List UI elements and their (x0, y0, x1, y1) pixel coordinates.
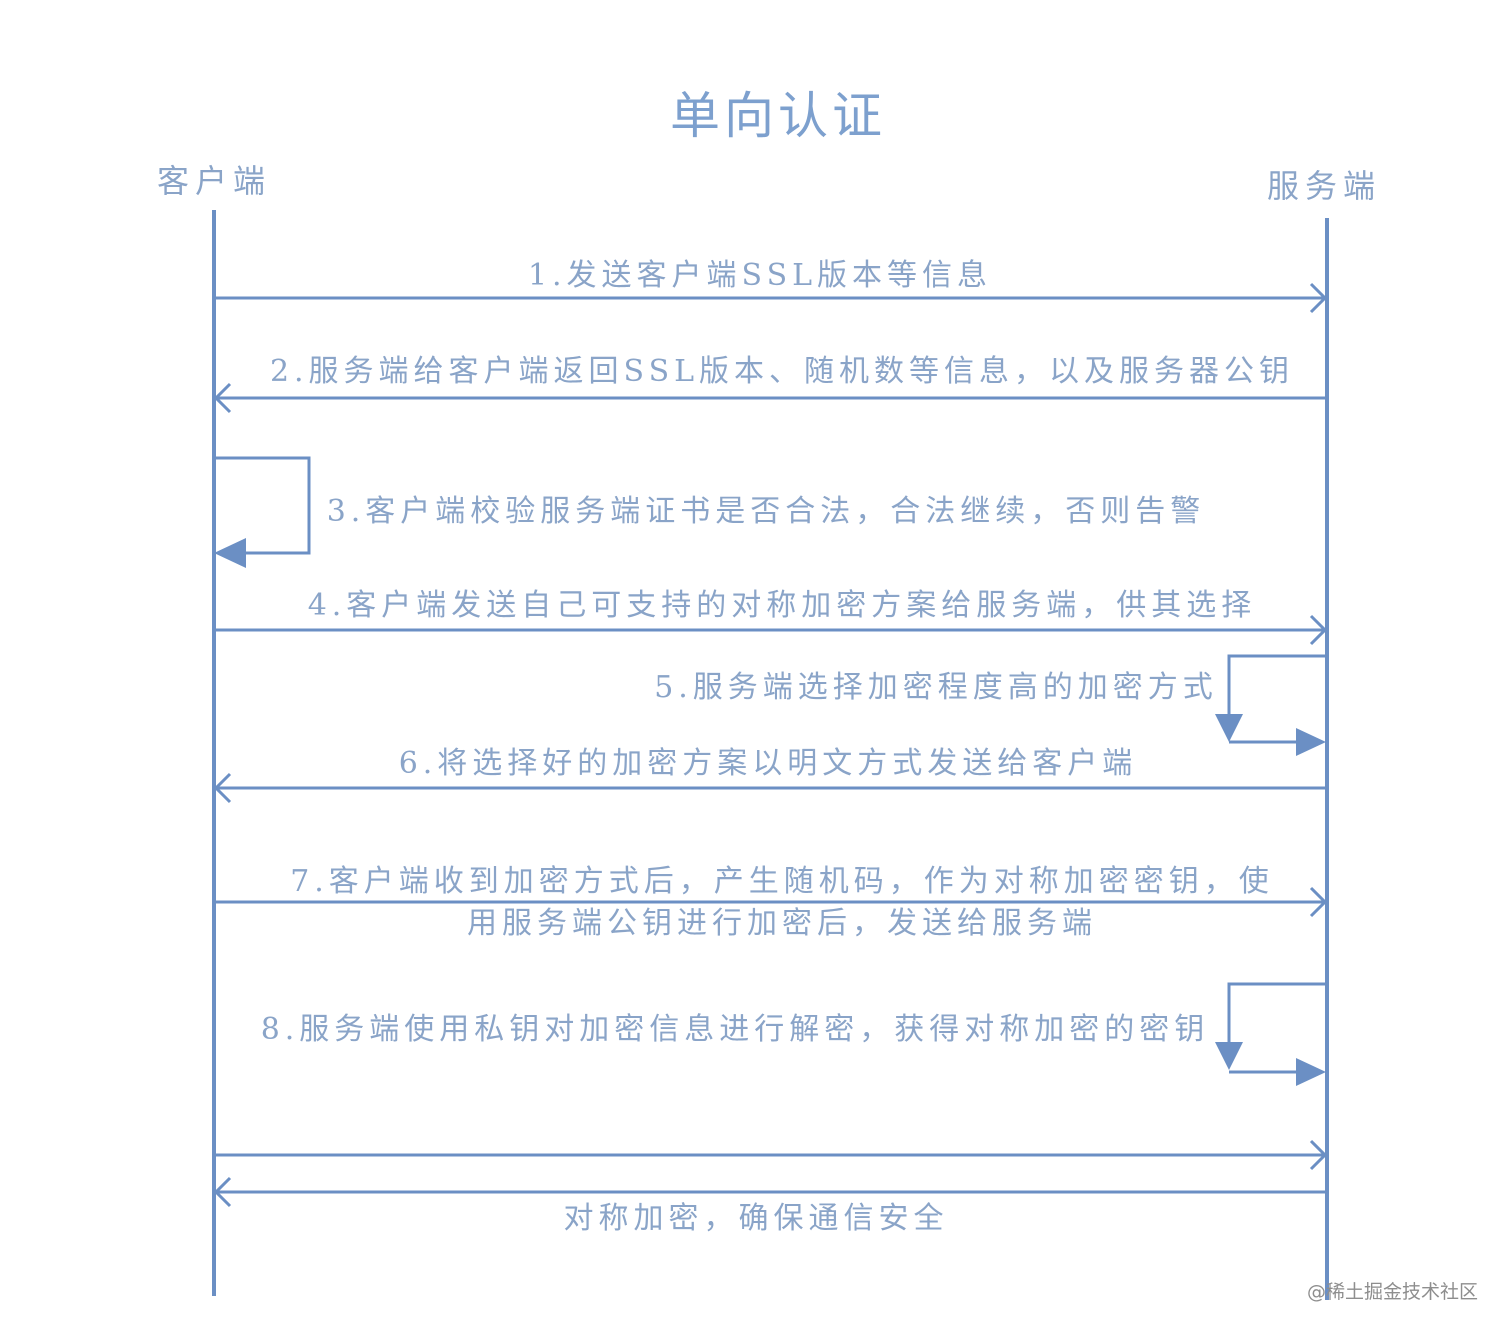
step-6-arrowhead (213, 772, 232, 804)
step-2-label: 2.服务端给客户端返回SSL版本、随机数等信息，以及服务器公钥 (270, 354, 1294, 389)
step-5-arrowhead-right (1296, 728, 1326, 756)
step-4-arrowhead (1309, 614, 1328, 646)
step-6-message: 6.将选择好的加密方案以明文方式发送给客户端 (213, 746, 1327, 804)
step-3-loop-line (214, 456, 311, 555)
step-9-arrowhead-left (213, 1176, 232, 1208)
step-8-loop-down (1227, 982, 1327, 1044)
step-5-message: 5.服务端选择加密程度高的加密方式 (654, 654, 1327, 756)
step-3-arrowhead (214, 538, 246, 568)
actor-client-label: 客户端 (157, 162, 271, 200)
step-1-message: 1.发送客户端SSL版本等信息 (214, 258, 1328, 314)
step-6-label: 6.将选择好的加密方案以明文方式发送给客户端 (399, 746, 1138, 781)
step-1-arrowhead (1309, 282, 1328, 314)
step-5-loop-down (1227, 654, 1327, 716)
actor-server-label: 服务端 (1267, 167, 1381, 205)
step-4-message: 4.客户端发送自己可支持的对称加密方案给服务端，供其选择 (214, 588, 1328, 646)
step-7-label-line-1: 7.客户端收到加密方式后，产生随机码，作为对称加密密钥，使 (290, 864, 1274, 899)
step-2-message: 2.服务端给客户端返回SSL版本、随机数等信息，以及服务器公钥 (213, 354, 1327, 414)
step-7-message: 7.客户端收到加密方式后，产生随机码，作为对称加密密钥，使 用服务端公钥进行加密… (214, 864, 1328, 941)
step-9-arrowhead-right (1309, 1139, 1328, 1171)
step-9-label: 对称加密，确保通信安全 (564, 1201, 949, 1236)
diagram-title: 单向认证 (670, 87, 886, 145)
step-4-label: 4.客户端发送自己可支持的对称加密方案给服务端，供其选择 (308, 588, 1257, 623)
step-5-arrowhead-down (1215, 714, 1243, 742)
step-9-message: 对称加密，确保通信安全 (213, 1139, 1328, 1236)
step-5-label: 5.服务端选择加密程度高的加密方式 (654, 670, 1218, 705)
step-8-arrowhead-down (1215, 1042, 1243, 1070)
step-2-arrowhead (213, 382, 232, 414)
watermark: @稀土掘金技术社区 (1306, 1281, 1478, 1303)
step-8-arrowhead-right (1296, 1058, 1326, 1086)
step-8-message: 8.服务端使用私钥对加密信息进行解密，获得对称加密的密钥 (261, 982, 1327, 1086)
step-8-label: 8.服务端使用私钥对加密信息进行解密，获得对称加密的密钥 (261, 1012, 1210, 1047)
step-7-label-line-2: 用服务端公钥进行加密后，发送给服务端 (467, 906, 1097, 941)
step-1-label: 1.发送客户端SSL版本等信息 (528, 258, 992, 293)
step-3-message: 3.客户端校验服务端证书是否合法，合法继续，否则告警 (214, 456, 1206, 568)
step-3-label: 3.客户端校验服务端证书是否合法，合法继续，否则告警 (327, 494, 1206, 529)
step-7-arrowhead (1309, 886, 1328, 918)
